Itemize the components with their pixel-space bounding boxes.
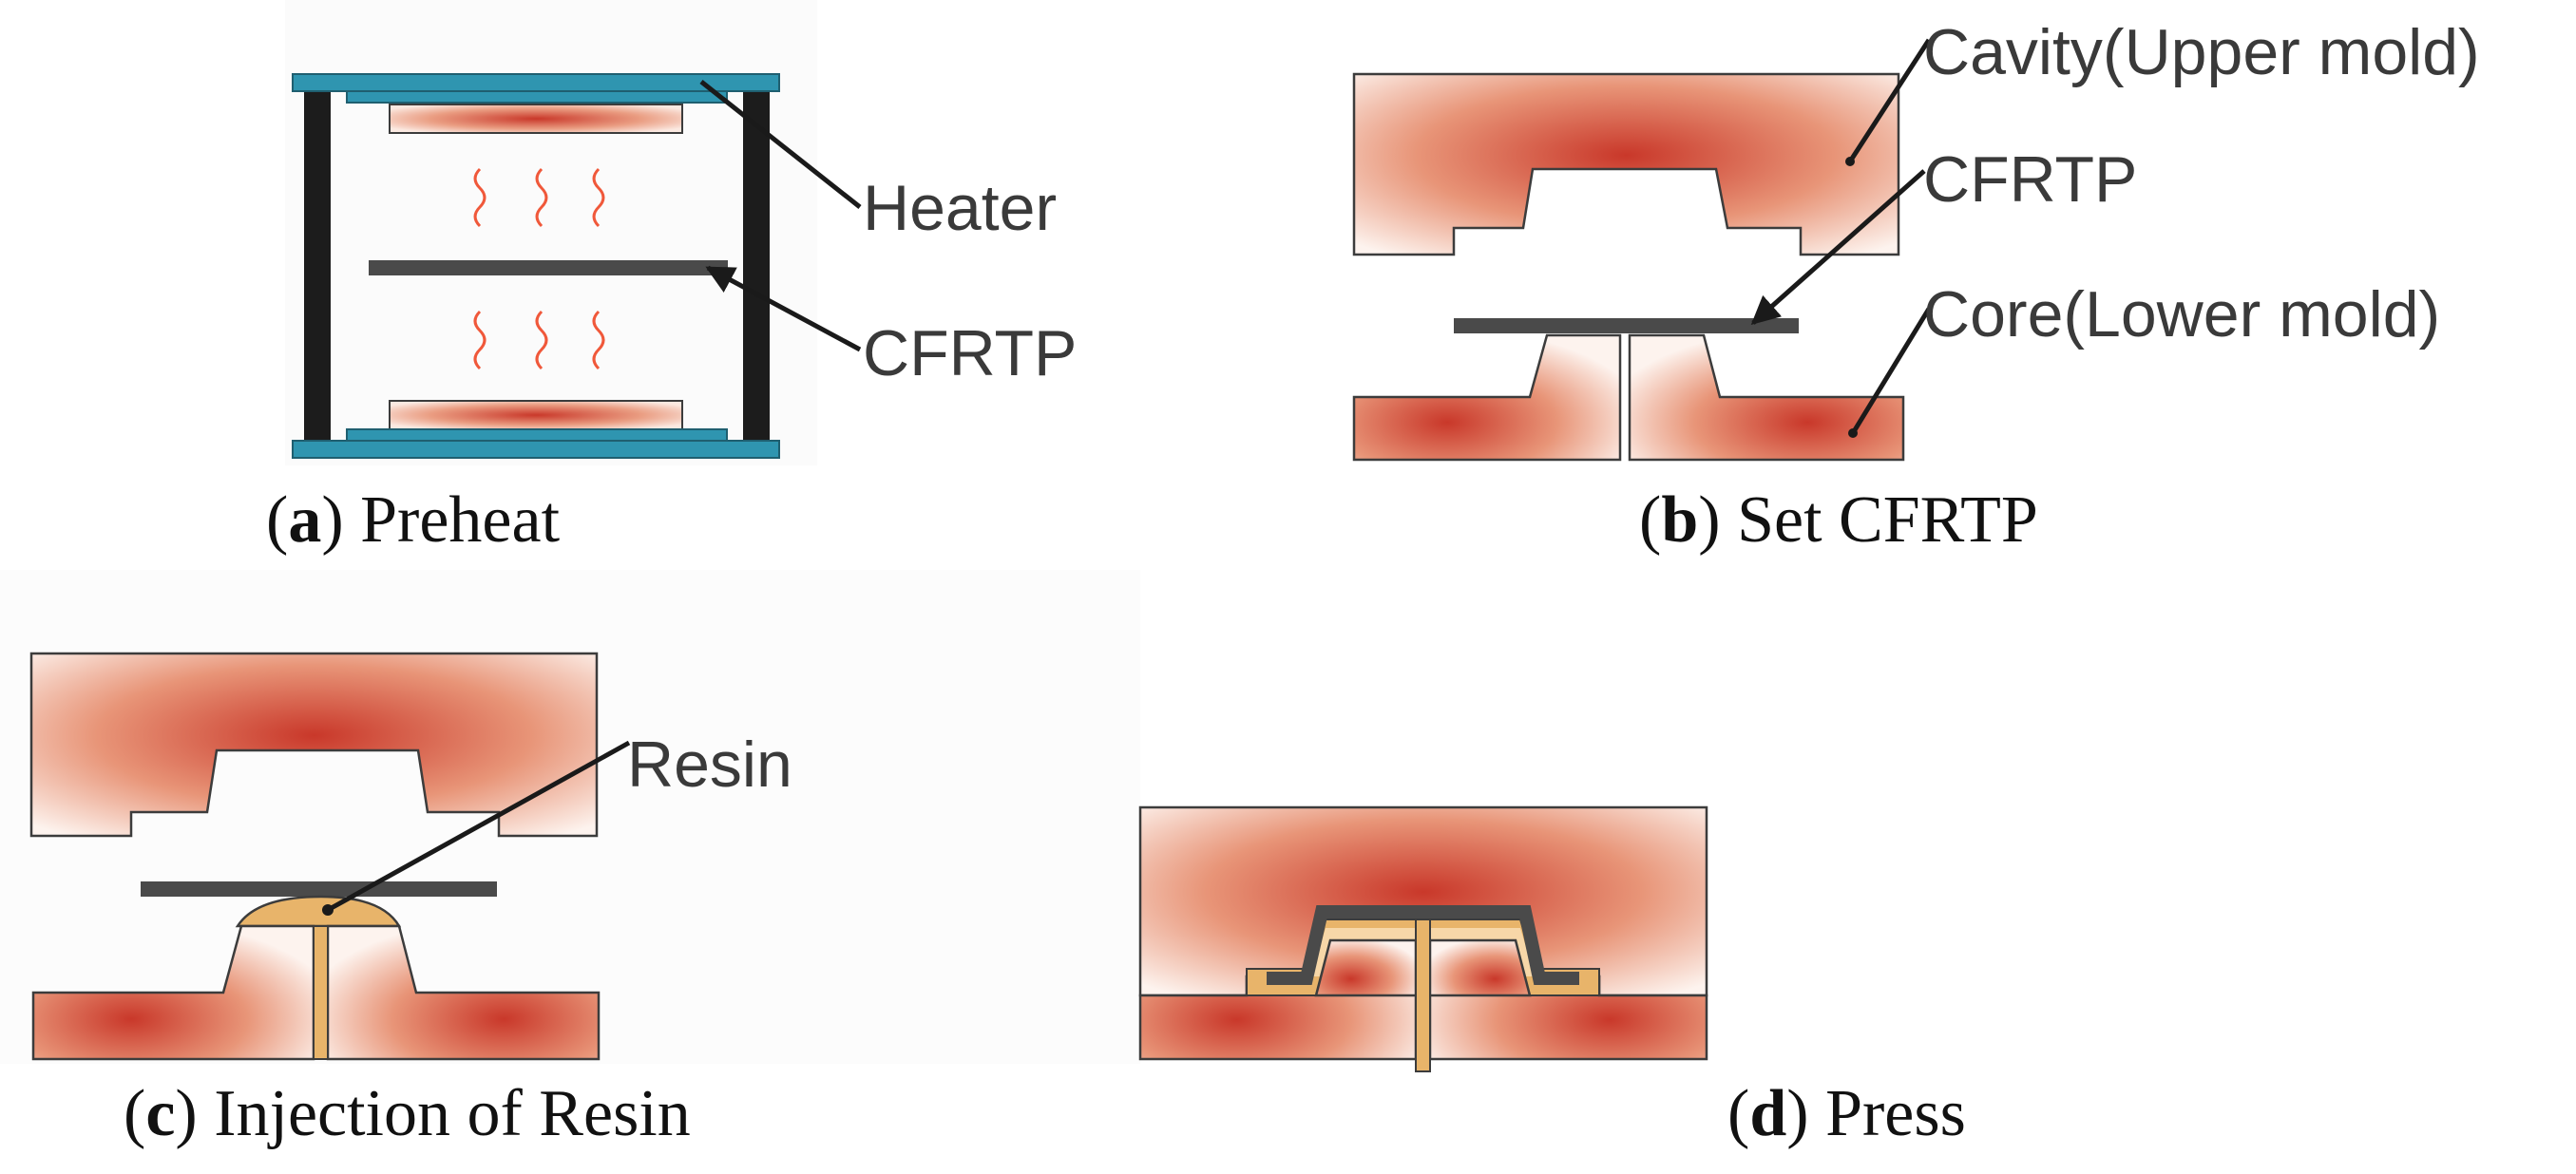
cfrtp-formed-sheet	[1267, 905, 1579, 985]
core-label: Core(Lower mold)	[1923, 278, 2440, 350]
core-leader-line	[1850, 307, 1932, 435]
panel-a-background	[285, 0, 817, 465]
resin-injection-channel	[313, 925, 329, 1060]
resin-label: Resin	[627, 729, 792, 801]
resin-blob	[235, 895, 402, 928]
cfrtp-sheet	[369, 260, 728, 275]
panel-d-letter: d	[1749, 1077, 1786, 1150]
resin-injection-channel	[1415, 918, 1431, 1072]
heater-leader-line	[699, 80, 862, 209]
top-heater	[389, 104, 683, 134]
cfrtp-label: CFRTP	[1923, 143, 2137, 216]
panel-d-title: Press	[1825, 1077, 1966, 1150]
heat-wave-icon	[535, 167, 548, 228]
heat-wave-icon	[473, 310, 487, 370]
heater-label: Heater	[863, 172, 1057, 244]
core-inner-left	[1314, 938, 1418, 997]
cfrtp-leader-arrow	[705, 265, 862, 352]
frame-right-post	[743, 84, 770, 446]
panel-c-caption: (c) Injection of Resin	[124, 1077, 691, 1150]
cavity-label: Cavity(Upper mold)	[1923, 16, 2480, 88]
cavity-leader-line	[1847, 38, 1932, 163]
heat-wave-icon	[535, 310, 548, 370]
cfrtp-sheet	[1454, 318, 1799, 333]
cfrtp-label: CFRTP	[863, 317, 1077, 389]
frame-left-post	[304, 84, 331, 446]
panel-c-letter: c	[145, 1077, 175, 1150]
resin-leader-dot	[322, 904, 334, 916]
bottom-heater	[389, 400, 683, 430]
panel-a-letter: a	[288, 483, 321, 557]
cfrtp-leader-arrow	[1750, 169, 1926, 325]
cavity-upper-mold	[29, 652, 599, 838]
panel-b-title: Set CFRTP	[1737, 483, 2038, 557]
panel-a-caption: (a) Preheat	[266, 483, 561, 557]
panel-d-caption: (d) Press	[1727, 1077, 1966, 1150]
panel-c-title: Injection of Resin	[214, 1077, 691, 1150]
heat-wave-icon	[592, 310, 605, 370]
bottom-plate	[292, 440, 780, 459]
core-inner-right	[1428, 938, 1532, 997]
cavity-upper-mold	[1352, 72, 1900, 256]
panel-b-set-cfrtp: Cavity(Upper mold) CFRTP Core(Lower mold…	[1352, 16, 2480, 557]
panel-d-press: (d) Press	[1138, 805, 1966, 1150]
heat-wave-icon	[592, 167, 605, 228]
resin-leader-line	[326, 740, 631, 913]
cfrtp-sheet	[141, 881, 497, 897]
core-leader-dot	[1848, 428, 1858, 438]
panel-a-preheat: Heater CFRTP (a) Preheat	[266, 0, 1077, 557]
core-lower-mold-left	[1352, 333, 1622, 462]
bottom-heater-mount	[346, 428, 728, 442]
panel-b-letter: b	[1661, 483, 1698, 557]
panel-c-injection: Resin (c) Injection of Resin	[0, 570, 1140, 1150]
cavity-leader-dot	[1845, 157, 1855, 166]
heat-wave-icon	[473, 167, 487, 228]
panel-b-caption: (b) Set CFRTP	[1639, 483, 2038, 557]
core-lower-mold-right	[1628, 333, 1905, 462]
top-heater-mount	[346, 90, 728, 104]
panel-a-title: Preheat	[360, 483, 560, 557]
